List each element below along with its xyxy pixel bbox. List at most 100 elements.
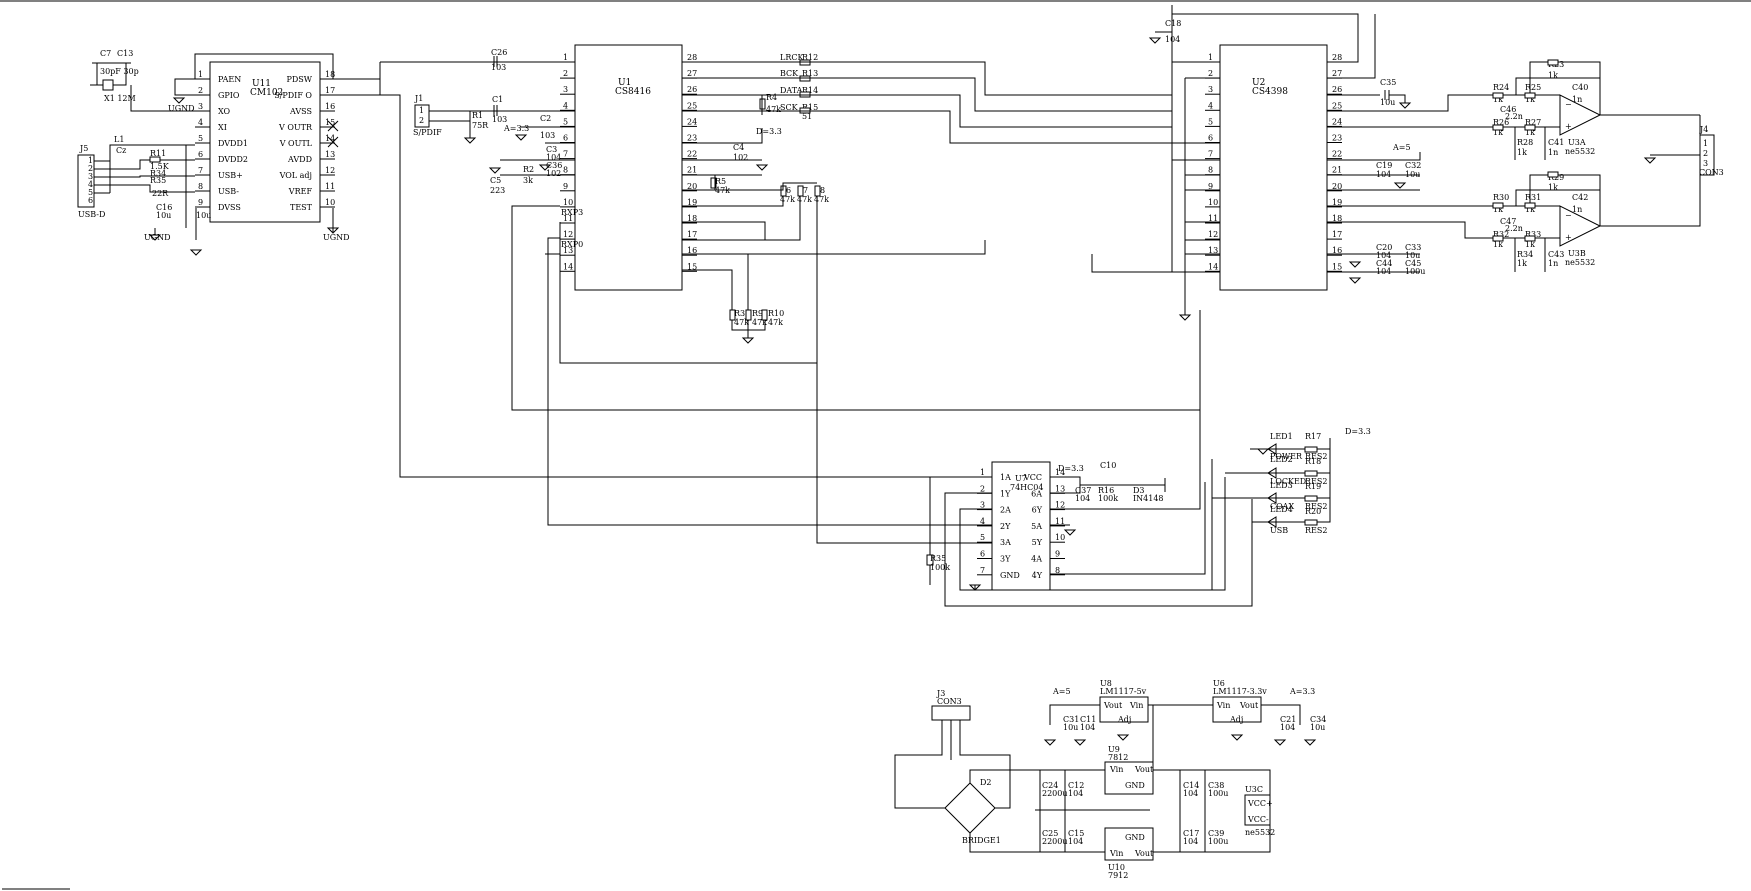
svg-text:Vin: Vin (1129, 701, 1143, 710)
svg-text:RXP0: RXP0 (561, 240, 583, 249)
j5-pin-3: 3 (88, 172, 93, 181)
svg-text:103: 103 (491, 63, 506, 72)
u7-pin-name-4: 2Y (1000, 522, 1011, 531)
svg-text:COAX: COAX (1270, 502, 1294, 511)
u7-pin-name-10: 5Y (1032, 538, 1043, 547)
svg-text:100u: 100u (1405, 267, 1425, 276)
svg-text:1k: 1k (1525, 128, 1535, 137)
u11-pin-12: 12 (325, 166, 335, 175)
u11-pin-name-14: V OUTL (279, 139, 313, 148)
svg-text:47k: 47k (797, 195, 812, 204)
svg-text:1: 1 (1703, 139, 1708, 148)
svg-text:C36: C36 (546, 161, 562, 170)
svg-text:R27: R27 (1525, 118, 1541, 127)
u1-pin-15: 15 (687, 262, 697, 271)
u1-pin-10: 10 (563, 198, 573, 207)
svg-text:C5: C5 (490, 176, 501, 185)
u11-pin-name-5: DVDD1 (218, 139, 248, 148)
svg-text:Adj: Adj (1229, 715, 1243, 724)
svg-text:S/PDIF: S/PDIF (413, 128, 442, 137)
u1-pin-26: 26 (687, 85, 697, 94)
svg-text:C20: C20 (1376, 243, 1392, 252)
svg-text:104: 104 (546, 153, 561, 162)
regulator-u10: U10 7912 Vin Vout GND (1104, 827, 1154, 880)
u1-pin-23: 23 (687, 134, 697, 143)
j5-pin-2: 2 (88, 164, 93, 173)
svg-text:R35: R35 (150, 176, 166, 185)
svg-text:10u: 10u (1405, 170, 1420, 179)
svg-text:74HC04: 74HC04 (1010, 483, 1043, 492)
svg-text:U1: U1 (618, 78, 631, 88)
svg-text:Vout: Vout (1239, 701, 1259, 710)
svg-text:C47: C47 (1500, 217, 1516, 226)
svg-text:2: 2 (419, 116, 424, 125)
svg-text:10u: 10u (1310, 723, 1325, 732)
u2-pin-19: 19 (1332, 198, 1342, 207)
svg-text:R19: R19 (1305, 482, 1321, 491)
u2-pin-18: 18 (1332, 214, 1342, 223)
u11-pin-name-7: USB+ (218, 171, 243, 180)
svg-text:GND: GND (1125, 833, 1145, 842)
svg-text:LOCKED: LOCKED (1270, 477, 1306, 486)
u7-pin-name-7: GND (1000, 571, 1020, 580)
u7-pin-name-5: 3A (1000, 538, 1011, 547)
svg-text:R24: R24 (1493, 83, 1509, 92)
svg-text:1k: 1k (1525, 95, 1535, 104)
svg-text:USB: USB (1270, 526, 1288, 535)
svg-text:3k: 3k (523, 176, 533, 185)
svg-text:R20: R20 (1305, 507, 1321, 516)
svg-text:1.5K: 1.5K (150, 162, 170, 171)
svg-text:C16: C16 (156, 203, 172, 212)
u1-pin-1: 1 (563, 53, 568, 62)
svg-text:A=5: A=5 (1392, 143, 1411, 152)
svg-text:C34: C34 (1310, 715, 1326, 724)
svg-text:1n: 1n (1548, 259, 1558, 268)
u2-pin-12: 12 (1208, 230, 1218, 239)
svg-text:1k: 1k (1517, 148, 1527, 157)
u7-pin-name-1: 1A (1000, 473, 1011, 482)
svg-text:1k: 1k (1493, 95, 1503, 104)
u7-pin-4: 4 (980, 517, 985, 526)
u1-pin-14: 14 (563, 262, 573, 271)
svg-text:R32: R32 (1493, 230, 1509, 239)
svg-text:U3B: U3B (1568, 249, 1586, 258)
u11-pin-17: 17 (325, 86, 335, 95)
svg-text:X1 12M: X1 12M (104, 94, 136, 103)
u1-pin-8: 8 (563, 166, 568, 175)
svg-text:22R: 22R (152, 189, 169, 198)
svg-text:UGND: UGND (144, 233, 171, 242)
svg-text:C1: C1 (492, 95, 503, 104)
svg-text:30pF 30p: 30pF 30p (100, 67, 139, 76)
svg-text:2200u: 2200u (1042, 789, 1068, 798)
svg-text:R16: R16 (1098, 486, 1114, 495)
u2-pin-21: 21 (1332, 166, 1342, 175)
svg-text:R28: R28 (1517, 138, 1533, 147)
svg-text:VCC-: VCC- (1247, 815, 1269, 824)
svg-text:J5: J5 (79, 144, 88, 153)
svg-text:103: 103 (540, 131, 555, 140)
svg-text:47k: 47k (768, 318, 783, 327)
svg-text:47k: 47k (734, 318, 749, 327)
u2-pin-27: 27 (1332, 69, 1342, 78)
u1-pin-25: 25 (687, 101, 697, 110)
svg-text:LED4: LED4 (1270, 505, 1293, 514)
u1-pin-9: 9 (563, 182, 568, 191)
u7-pin-name-12: 6Y (1032, 506, 1043, 515)
u2-pin-10: 10 (1208, 198, 1218, 207)
u11-ref: U11 (252, 79, 271, 89)
u7-pin-name-8: 4Y (1032, 571, 1043, 580)
u1-pin-22: 22 (687, 150, 697, 159)
svg-text:100k: 100k (1098, 494, 1118, 503)
svg-text:C37: C37 (1075, 486, 1091, 495)
u11-pin-name-16: AVSS (289, 107, 312, 116)
u2-pin-4: 4 (1208, 101, 1213, 110)
u7-pin-name-14: VCC (1023, 473, 1042, 482)
svg-text:100u: 100u (1208, 789, 1228, 798)
svg-text:1n: 1n (1572, 95, 1582, 104)
u2-pin-15: 15 (1332, 262, 1342, 271)
u2-pin-20: 20 (1332, 182, 1342, 191)
svg-text:D=3.3: D=3.3 (756, 127, 782, 136)
svg-text:1n: 1n (1572, 205, 1582, 214)
